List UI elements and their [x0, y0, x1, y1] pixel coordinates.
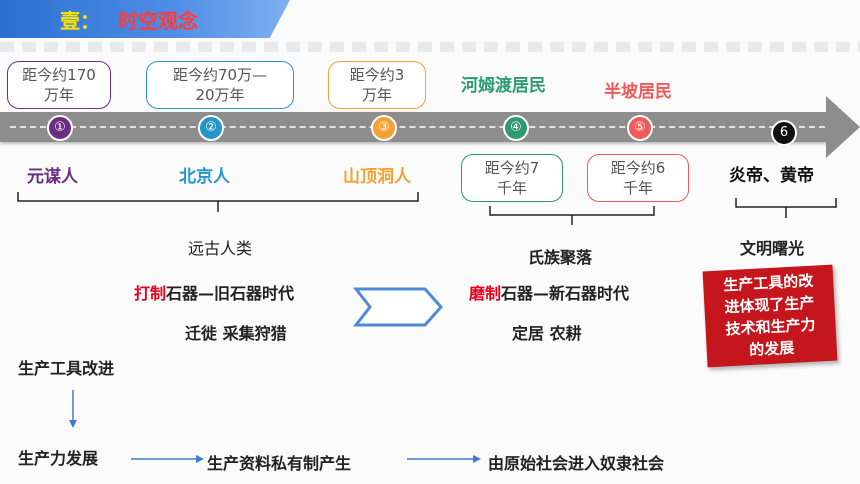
arrow-right-icon [473, 455, 481, 463]
node-3-marker: ③ [371, 115, 397, 141]
flow-step-private-ownership: 生产资料私有制产生 [207, 454, 352, 473]
neolithic-life: 定居 农耕 [512, 324, 582, 343]
timeline-dash [10, 126, 825, 128]
group-clan-settlement: 氏族聚落 [528, 248, 593, 267]
arrow-down-icon [69, 420, 77, 428]
node-2-marker: ② [198, 115, 224, 141]
decorative-stripe [0, 42, 860, 52]
label-beijing: 北京人 [179, 167, 230, 187]
group-civilization-dawn: 文明曙光 [740, 239, 805, 258]
flow-step-tools: 生产工具改进 [18, 359, 115, 378]
section-number: 壹： [60, 9, 100, 33]
timeline-arrow-icon [826, 96, 860, 158]
bracket-clan [489, 206, 655, 225]
label-shandingdong: 山顶洞人 [343, 167, 411, 187]
label-banpo: 半坡居民 [604, 82, 672, 102]
flow-step-slave-society: 由原始社会进入奴隶社会 [488, 454, 665, 473]
label-yuanmou: 元谋人 [27, 167, 78, 187]
chevron-arrow-icon [352, 287, 444, 327]
node-6-marker: 6 [771, 120, 797, 146]
flow-step-productivity: 生产力发展 [18, 449, 99, 468]
node-4-marker: ④ [503, 115, 529, 141]
group-ancient-humans: 远古人类 [188, 239, 253, 258]
callout-note: 生产工具的改进体现了生产技术和生产力的发展 [702, 264, 838, 368]
bracket-ancient [17, 192, 419, 212]
paleolithic-life: 迁徙 采集狩猎 [185, 324, 287, 343]
section-header: 壹： 时空观念 [0, 0, 290, 38]
label-yandi-huangdi: 炎帝、黄帝 [729, 166, 814, 186]
arrow-right-icon [196, 455, 204, 463]
node-5-marker: ⑤ [627, 115, 653, 141]
section-title: 时空观念 [118, 9, 198, 33]
time-bubble-beijing: 距今约70万—20万年 [146, 61, 294, 109]
paleolithic-tools: 打制石器—旧石器时代 [134, 284, 295, 303]
neolithic-tools: 磨制石器—新石器时代 [469, 284, 630, 303]
node-1-marker: ① [47, 115, 73, 141]
label-hemudu: 河姆渡居民 [461, 76, 546, 96]
bracket-civilization [735, 198, 837, 218]
